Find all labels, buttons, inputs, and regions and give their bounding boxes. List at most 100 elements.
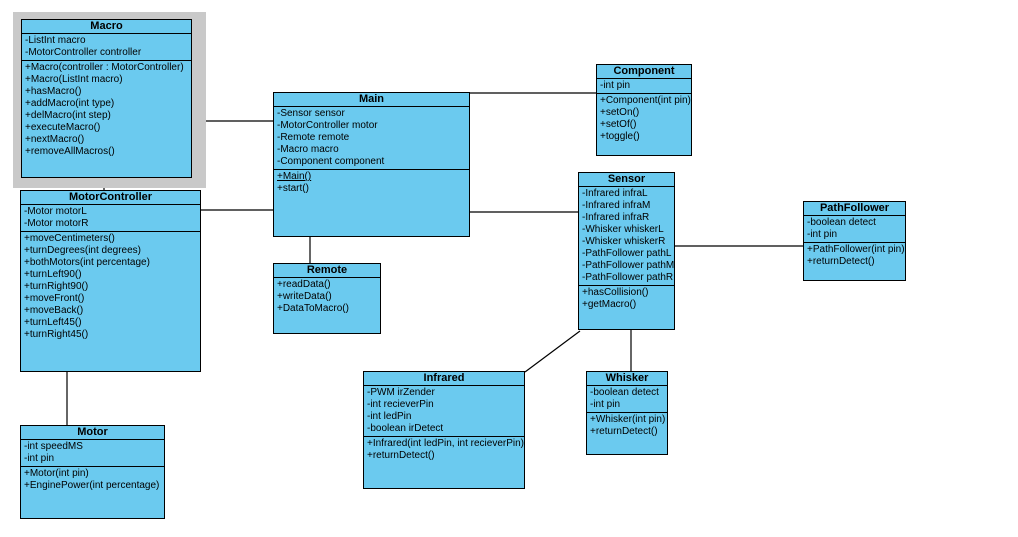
methods-compartment: +hasCollision()+getMacro() — [579, 286, 674, 329]
class-title: Main — [274, 93, 469, 107]
methods-compartment: +readData()+writeData()+DataToMacro() — [274, 278, 380, 333]
attribute-row: -int recieverPin — [367, 399, 434, 410]
method-row: +readData() — [277, 279, 331, 290]
methods-compartment: +Macro(controller : MotorController)+Mac… — [22, 61, 191, 177]
attributes-compartment: -int speedMS-int pin — [21, 440, 164, 467]
attribute-row: -PathFollower pathL — [582, 248, 672, 259]
attribute-row: -int speedMS — [24, 441, 83, 452]
method-row: +writeData() — [277, 291, 332, 302]
method-row: +moveCentimeters() — [24, 233, 115, 244]
attribute-row: -int pin — [24, 453, 55, 464]
method-row: +moveBack() — [24, 305, 84, 316]
method-row: +DataToMacro() — [277, 303, 349, 314]
attribute-row: -Motor motorL — [24, 206, 87, 217]
methods-compartment: +Component(int pin)+setOn()+setOf()+togg… — [597, 94, 691, 155]
attribute-row: -Infrared infraL — [582, 188, 648, 199]
method-row: +delMacro(int step) — [25, 110, 111, 121]
method-row: +moveFront() — [24, 293, 85, 304]
method-row: +EnginePower(int percentage) — [24, 480, 160, 491]
class-title: Component — [597, 65, 691, 79]
attribute-row: -Sensor sensor — [277, 108, 345, 119]
method-row: +returnDetect() — [590, 426, 658, 437]
method-row: +setOn() — [600, 107, 640, 118]
attribute-row: -Infrared infraM — [582, 200, 651, 211]
attributes-compartment: -int pin — [597, 79, 691, 94]
method-row: +executeMacro() — [25, 122, 101, 133]
method-row: +removeAllMacros() — [25, 146, 115, 157]
methods-compartment: +moveCentimeters()+turnDegrees(int degre… — [21, 232, 200, 371]
attributes-compartment: -Motor motorL-Motor motorR — [21, 205, 200, 232]
attribute-row: -Macro macro — [277, 144, 339, 155]
class-title: Sensor — [579, 173, 674, 187]
class-title: PathFollower — [804, 202, 905, 216]
methods-compartment: +Whisker(int pin)+returnDetect() — [587, 413, 667, 454]
class-title: Motor — [21, 426, 164, 440]
attribute-row: -ListInt macro — [25, 35, 86, 46]
attribute-row: -int pin — [590, 399, 621, 410]
method-row: +Infrared(int ledPin, int recieverPin) — [367, 438, 524, 449]
method-row: +turnDegrees(int degrees) — [24, 245, 142, 256]
class-node-motor[interactable]: Motor-int speedMS-int pin+Motor(int pin)… — [20, 425, 165, 519]
attributes-compartment: -Infrared infraL-Infrared infraM-Infrare… — [579, 187, 674, 286]
attribute-row: -Component component — [277, 156, 385, 167]
method-row: +addMacro(int type) — [25, 98, 115, 109]
methods-compartment: +PathFollower(int pin)+returnDetect() — [804, 243, 905, 280]
method-row: +Component(int pin) — [600, 95, 691, 106]
method-row: +getMacro() — [582, 299, 637, 310]
attribute-row: -boolean irDetect — [367, 423, 444, 434]
class-title: MotorController — [21, 191, 200, 205]
method-row: +Main() — [277, 171, 312, 182]
attributes-compartment: -ListInt macro-MotorController controlle… — [22, 34, 191, 61]
attribute-row: -int pin — [600, 80, 631, 91]
attributes-compartment: -Sensor sensor-MotorController motor-Rem… — [274, 107, 469, 170]
attribute-row: -MotorController motor — [277, 120, 378, 131]
attribute-row: -int ledPin — [367, 411, 412, 422]
attributes-compartment: -PWM irZender-int recieverPin-int ledPin… — [364, 386, 524, 437]
method-row: +toggle() — [600, 131, 640, 142]
class-node-motorcontroller[interactable]: MotorController-Motor motorL-Motor motor… — [20, 190, 201, 372]
attribute-row: -Infrared infraR — [582, 212, 650, 223]
attribute-row: -Whisker whiskerL — [582, 224, 664, 235]
method-row: +turnLeft45() — [24, 317, 82, 328]
method-row: +start() — [277, 183, 309, 194]
class-node-main[interactable]: Main-Sensor sensor-MotorController motor… — [273, 92, 470, 237]
attribute-row: -PathFollower pathM — [582, 260, 674, 271]
methods-compartment: +Main()+start() — [274, 170, 469, 236]
method-row: +hasMacro() — [25, 86, 82, 97]
method-row: +returnDetect() — [367, 450, 435, 461]
method-row: +Motor(int pin) — [24, 468, 89, 479]
attributes-compartment: -boolean detect-int pin — [804, 216, 905, 243]
attribute-row: -Remote remote — [277, 132, 350, 143]
methods-compartment: +Motor(int pin)+EnginePower(int percenta… — [21, 467, 164, 518]
method-row: +turnRight45() — [24, 329, 89, 340]
method-row: +Macro(ListInt macro) — [25, 74, 123, 85]
class-node-component[interactable]: Component-int pin+Component(int pin)+set… — [596, 64, 692, 156]
attribute-row: -boolean detect — [807, 217, 876, 228]
class-node-pathfollower[interactable]: PathFollower-boolean detect-int pin+Path… — [803, 201, 906, 281]
method-row: +turnRight90() — [24, 281, 89, 292]
method-row: +returnDetect() — [807, 256, 875, 267]
class-node-infrared[interactable]: Infrared-PWM irZender-int recieverPin-in… — [363, 371, 525, 489]
method-row: +Whisker(int pin) — [590, 414, 666, 425]
attributes-compartment: -boolean detect-int pin — [587, 386, 667, 413]
class-node-whisker[interactable]: Whisker-boolean detect-int pin+Whisker(i… — [586, 371, 668, 455]
attribute-row: -MotorController controller — [25, 47, 142, 58]
class-node-sensor[interactable]: Sensor-Infrared infraL-Infrared infraM-I… — [578, 172, 675, 330]
methods-compartment: +Infrared(int ledPin, int recieverPin)+r… — [364, 437, 524, 488]
class-title: Whisker — [587, 372, 667, 386]
attribute-row: -PWM irZender — [367, 387, 435, 398]
class-title: Macro — [22, 20, 191, 34]
class-node-macro[interactable]: Macro-ListInt macro-MotorController cont… — [21, 19, 192, 178]
attribute-row: -boolean detect — [590, 387, 659, 398]
method-row: +hasCollision() — [582, 287, 649, 298]
class-title: Infrared — [364, 372, 524, 386]
method-row: +Macro(controller : MotorController) — [25, 62, 184, 73]
class-node-remote[interactable]: Remote+readData()+writeData()+DataToMacr… — [273, 263, 381, 334]
method-row: +setOf() — [600, 119, 637, 130]
attribute-row: -Whisker whiskerR — [582, 236, 666, 247]
method-row: +PathFollower(int pin) — [807, 244, 905, 255]
attribute-row: -int pin — [807, 229, 838, 240]
connector-sensor-infrared[interactable] — [524, 330, 581, 373]
